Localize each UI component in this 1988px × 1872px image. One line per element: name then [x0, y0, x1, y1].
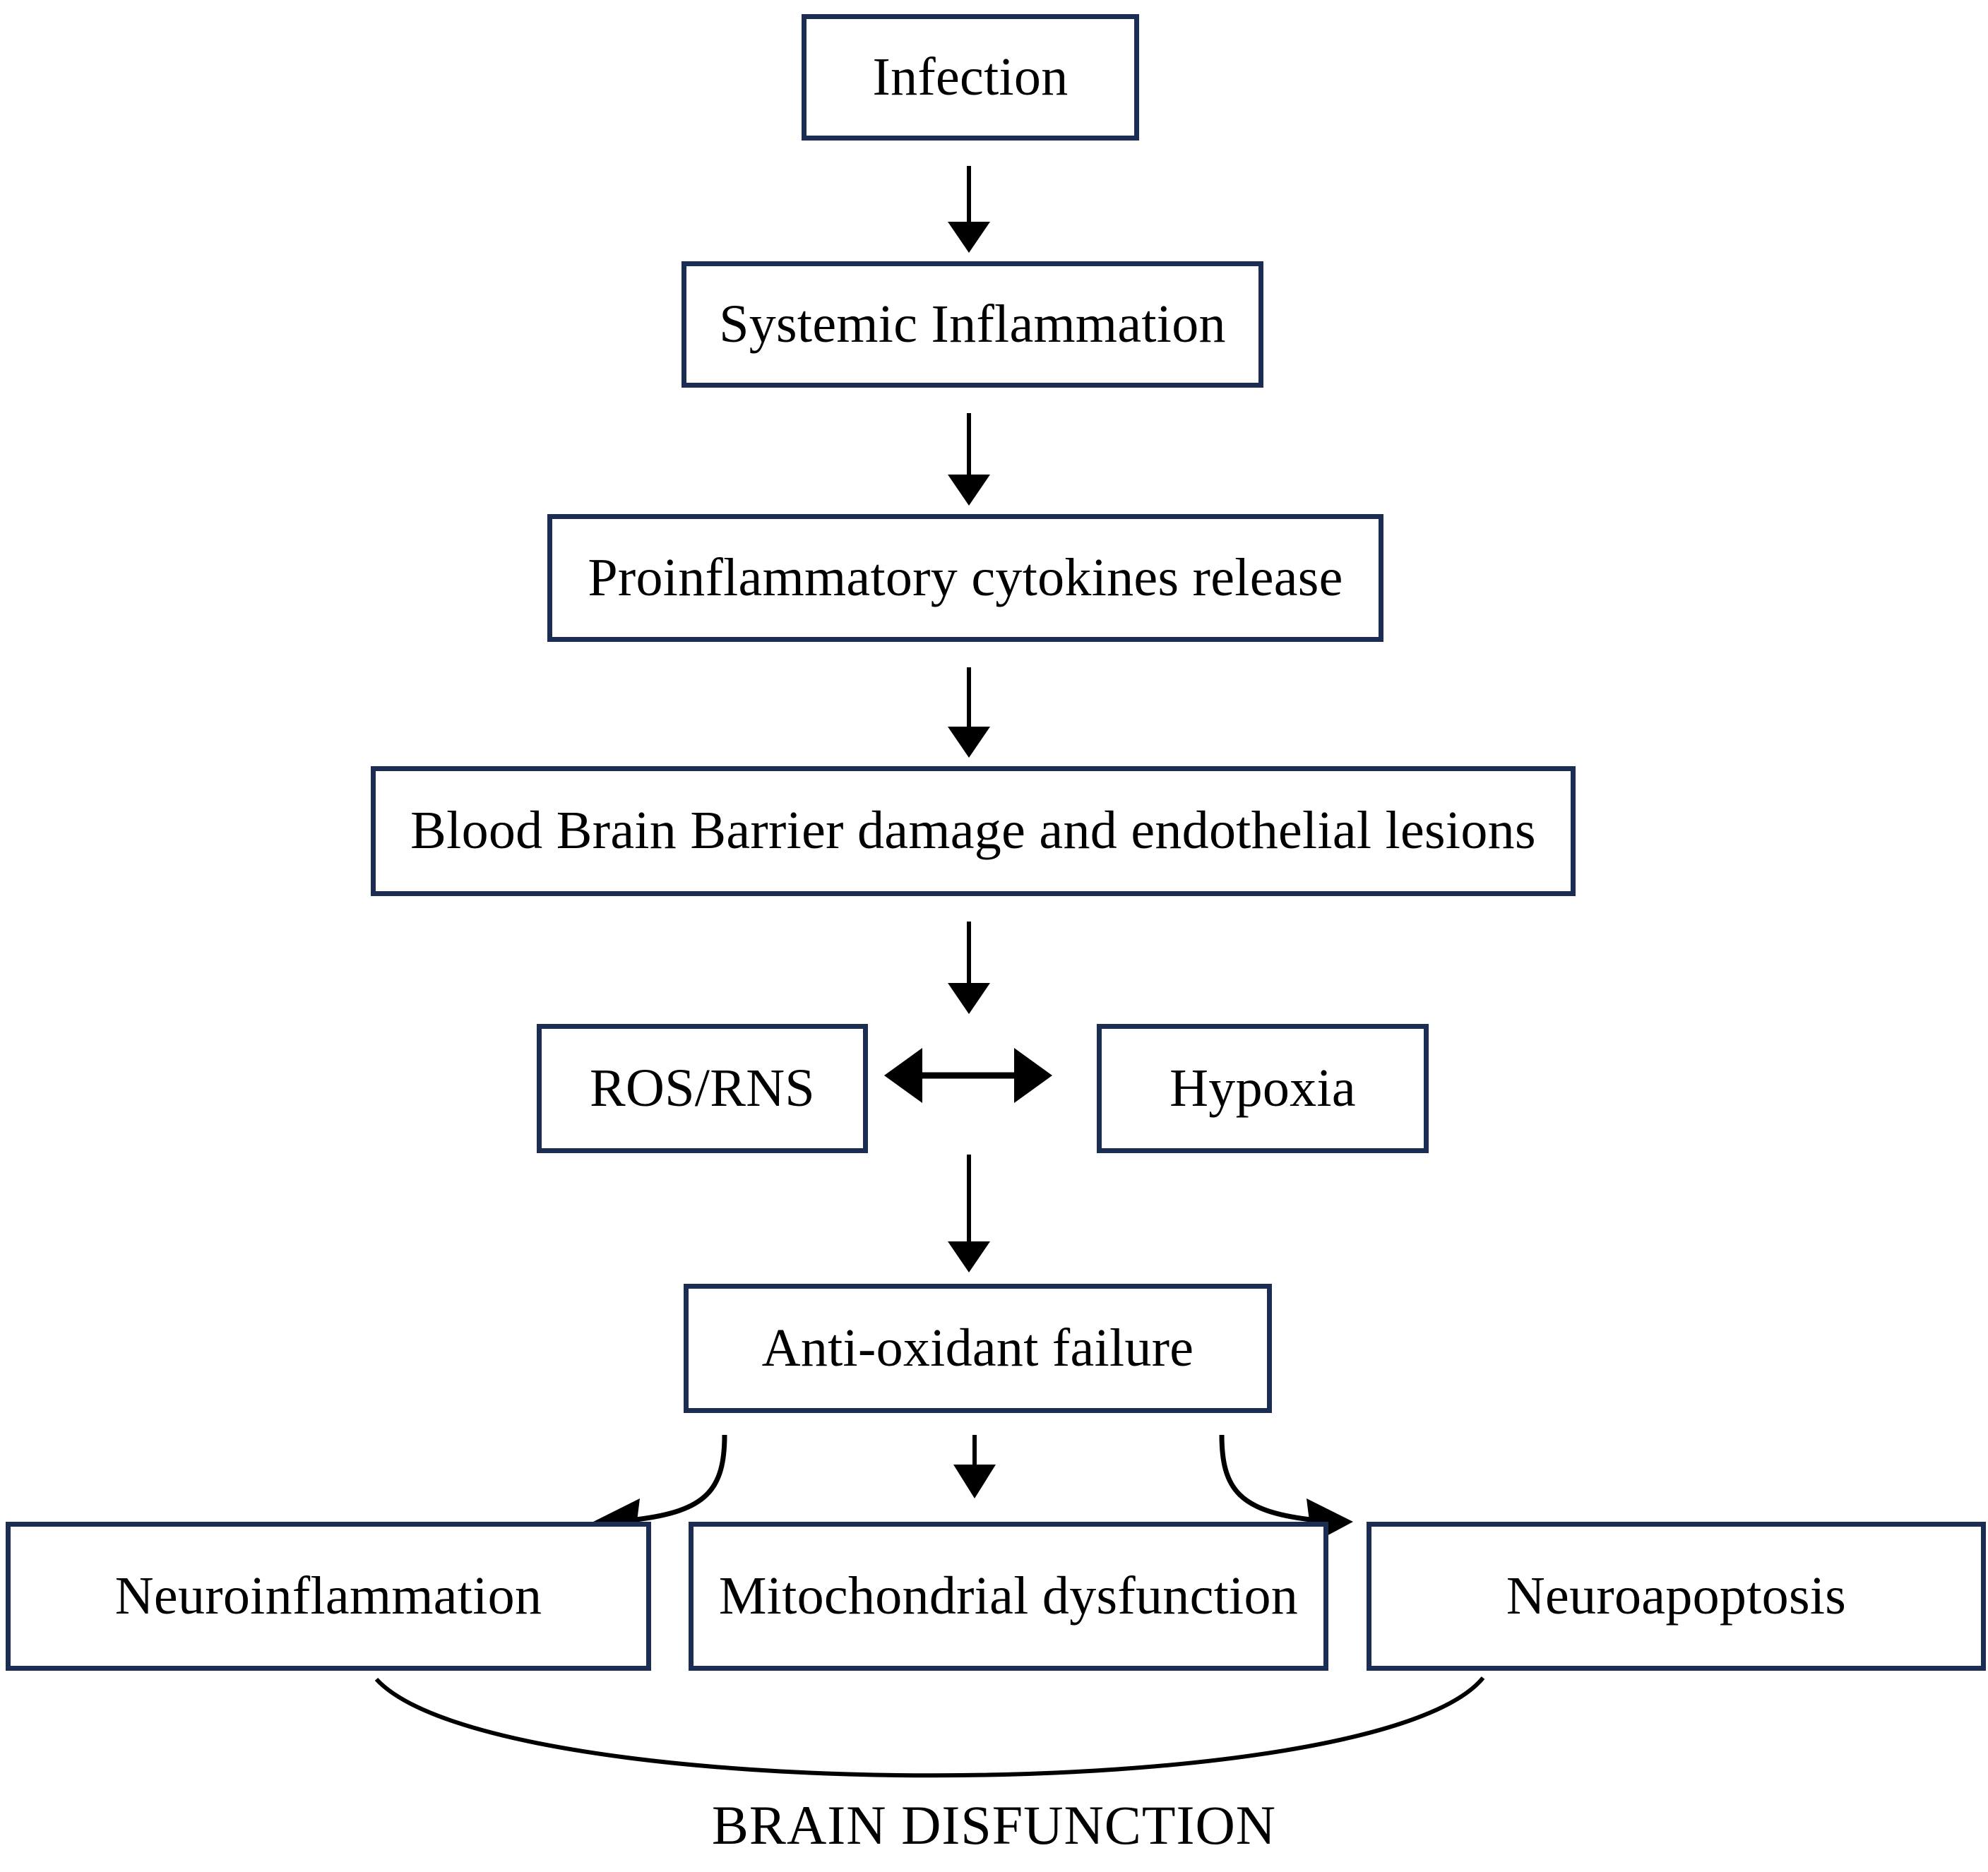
node-proinflammatory-cytokines-release[interactable]: Proinflammatory cytokines release [547, 514, 1383, 642]
arc-bottom-brain-disfunction [374, 1676, 1485, 1778]
arrow-bbb-to-ros [948, 922, 990, 1014]
node-blood-brain-barrier-damage[interactable]: Blood Brain Barrier damage and endotheli… [371, 766, 1576, 896]
node-ros-rns[interactable]: ROS/RNS [537, 1024, 868, 1153]
node-mitochondrial-dysfunction-label: Mitochondrial dysfunction [718, 1566, 1299, 1626]
node-neuroinflammation-label: Neuroinflammation [114, 1566, 542, 1626]
arrow-ros-hypoxia-bidirectional [884, 1048, 1052, 1103]
node-hypoxia[interactable]: Hypoxia [1097, 1024, 1429, 1153]
arrow-ros-to-antioxidant [948, 1155, 990, 1272]
node-systemic-inflammation[interactable]: Systemic Inflammation [681, 261, 1263, 388]
node-neuroapoptosis[interactable]: Neuroapoptosis [1367, 1522, 1986, 1671]
node-infection[interactable]: Infection [802, 14, 1139, 141]
node-proinflammatory-cytokines-release-label: Proinflammatory cytokines release [588, 547, 1343, 607]
node-blood-brain-barrier-damage-label: Blood Brain Barrier damage and endotheli… [410, 801, 1536, 861]
node-hypoxia-label: Hypoxia [1169, 1058, 1356, 1118]
node-infection-label: Infection [872, 47, 1069, 107]
node-systemic-inflammation-label: Systemic Inflammation [719, 294, 1226, 354]
arrow-antioxidant-to-mitochondrial [953, 1435, 996, 1498]
node-ros-rns-label: ROS/RNS [590, 1058, 815, 1118]
diagram-caption: BRAIN DISFUNCTION [711, 1794, 1277, 1856]
arrow-cytokines-to-bbb [948, 667, 990, 758]
arrow-systemic-to-cytokines [948, 413, 990, 506]
node-anti-oxidant-failure[interactable]: Anti-oxidant failure [684, 1284, 1272, 1413]
node-mitochondrial-dysfunction[interactable]: Mitochondrial dysfunction [689, 1522, 1328, 1671]
node-anti-oxidant-failure-label: Anti-oxidant failure [761, 1318, 1194, 1378]
arrow-infection-to-systemic [948, 166, 990, 253]
node-neuroapoptosis-label: Neuroapoptosis [1506, 1566, 1847, 1626]
node-neuroinflammation[interactable]: Neuroinflammation [6, 1522, 651, 1671]
